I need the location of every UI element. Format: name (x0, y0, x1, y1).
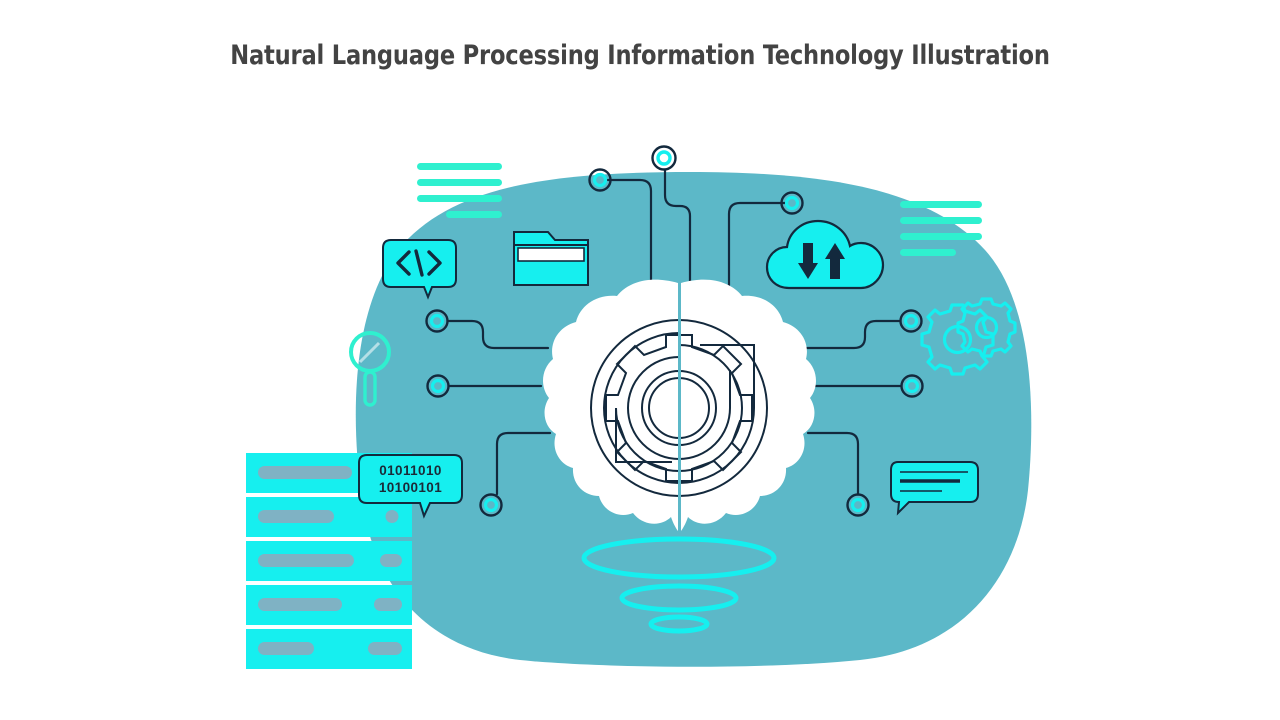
slash-icon (414, 249, 424, 277)
page-title: Natural Language Processing Information … (230, 40, 1050, 71)
arrow-down-icon (798, 243, 818, 279)
brain-split-line (678, 283, 681, 533)
magnifier-icon[interactable] (349, 331, 391, 407)
server-row (246, 541, 412, 581)
folder-label-strip (517, 247, 585, 262)
node-right-bottom (846, 493, 870, 517)
magnifier-glint (358, 341, 381, 364)
chevron-right-icon (427, 250, 442, 276)
circuit-nodes (425, 145, 924, 517)
node-left-lower (426, 374, 450, 398)
chat-bubble-icon[interactable] (890, 461, 979, 516)
magnifier-handle (363, 370, 377, 407)
server-row (246, 585, 412, 625)
server-stack-icon[interactable] (246, 453, 412, 669)
node-top-right (780, 191, 804, 215)
code-speech-bubble-icon[interactable] (382, 239, 457, 300)
decorative-text-lines-right (900, 201, 982, 256)
node-top-left (588, 168, 612, 192)
node-left-upper (425, 309, 449, 333)
node-left-bottom (479, 493, 503, 517)
cloud-sync-icon[interactable] (765, 219, 885, 290)
server-row (246, 497, 412, 537)
gears-icon[interactable] (920, 297, 1017, 376)
binary-line-1: 01011010 (379, 463, 442, 478)
server-row (246, 629, 412, 669)
node-right-lower (900, 374, 924, 398)
decorative-text-lines-left (417, 163, 502, 218)
brain-base-ellipses (581, 536, 777, 634)
node-right-upper (899, 309, 923, 333)
node-top-center (651, 145, 677, 171)
circuit-traces (446, 168, 903, 496)
folder-icon[interactable] (513, 231, 589, 286)
binary-speech-bubble-icon[interactable]: 01011010 10100101 (358, 454, 463, 519)
chevron-left-icon (396, 250, 411, 276)
arrow-up-icon (825, 243, 845, 279)
binary-line-2: 10100101 (379, 480, 442, 495)
